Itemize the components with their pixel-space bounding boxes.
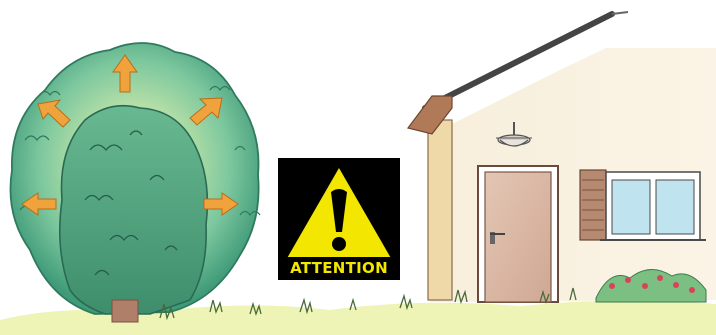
- window-glass-left: [612, 180, 650, 234]
- house-corner-column: [428, 120, 452, 300]
- inner-bush: [60, 106, 208, 314]
- attention-sign: ATTENTION: [278, 158, 400, 280]
- window-glass-right: [656, 180, 694, 234]
- attention-label: ATTENTION: [278, 260, 400, 276]
- bush-trunk: [112, 300, 138, 322]
